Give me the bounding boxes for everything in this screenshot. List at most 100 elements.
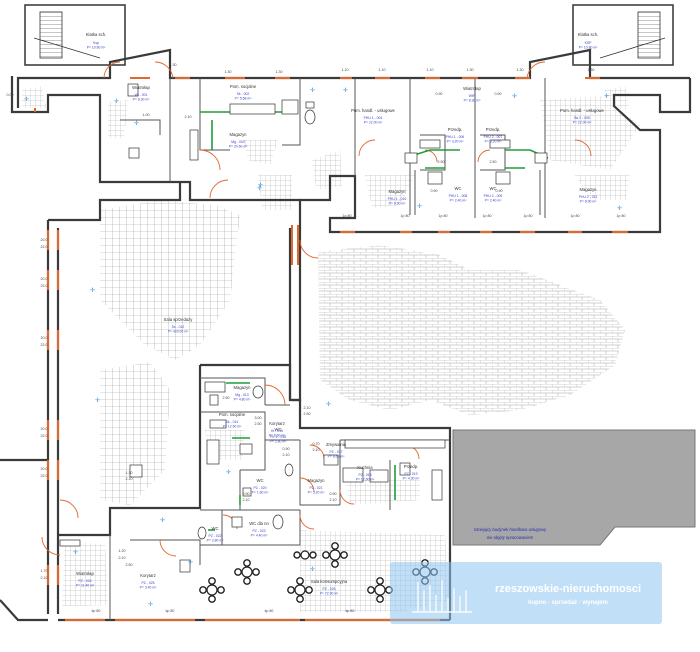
dimension-label: 22.0 [41,434,48,438]
room-area-wc-r: P= 2.40 m² [485,199,503,203]
room-name-wiatrolap-b: Wiatrołap [76,571,94,576]
room-area-wc-dla: P= 4.40 m² [251,534,269,538]
dimension-label: 1p 80 [439,214,448,218]
dimension-label: 2.50 [255,422,262,426]
room-area-wc-mid: P= 2.60 m² [270,440,288,444]
room-code-wiatrolap-r: WtP [469,94,476,98]
dimension-label: 20.0 [41,277,48,281]
svg-text:✛: ✛ [604,93,609,100]
room-area-przed-l: P= 3.20 m² [447,140,465,144]
svg-text:✛: ✛ [188,559,193,566]
room-area-sala-konsumpcyjna: P= 72.90 m² [320,592,339,596]
dimension-label: 0.70 [313,442,320,446]
dimension-label: 2.50 [304,412,311,416]
room-code-magazyn-k: PZ - 021 [309,486,322,490]
neighbour-building [452,429,696,546]
room-code-pom-socjalne-mid: Sk - 014 [226,420,239,424]
dimension-label: 2.10 [41,576,48,580]
room-area-magazyn-r: P= 8.90 m² [580,200,598,204]
room-name-wc-r: WC [490,186,497,191]
dimension-label: kp 80 [346,609,355,613]
room-code-wiatrolap-l: Wt - 001 [135,93,148,97]
room-name-przed-r: Przedp. [486,127,500,132]
svg-text:✛: ✛ [326,401,331,408]
room-code-sala: Ss - 012 [172,325,185,329]
room-code-wiatrolap-b: PZ - 024 [78,579,91,583]
dimension-label: 1.30 [467,68,474,72]
svg-text:✛: ✛ [148,601,153,608]
svg-text:✛: ✛ [24,96,29,103]
room-code-wc-inv: PZ - 022 [208,534,221,538]
dimension-label: 1.30 [588,68,595,72]
dimension-label: 20.0 [41,238,48,242]
dimension-label: kp 80 [92,609,101,613]
dimension-label: 1.30 [517,68,524,72]
room-code-korytarz: Kt - 015 [271,429,283,433]
dimension-label: 2.50 [438,160,445,164]
dimension-label: 0.00 [7,93,14,97]
fixtures [59,83,548,573]
room-code-magazyn-mid: Mg - 003 [231,140,244,144]
dimension-label: 1p 80 [524,214,533,218]
svg-text:✛: ✛ [343,87,348,94]
svg-text:✛: ✛ [226,469,231,476]
dimension-label: 2.10 [126,477,133,481]
dimension-label: 20.0 [41,467,48,471]
room-name-magazyn-mid: Magazyn [230,132,248,137]
room-code-wc-dla: PZ - 023 [252,529,265,533]
room-name-zmywalnia: Zmywalnia [326,442,347,447]
room-area-wc-l: P= 2.40 m² [450,199,468,203]
dimension-label: 1.30 [170,63,177,67]
room-area-korytarz-b: P= 3.40 m² [140,586,158,590]
room-code-sala-konsumpcyjna: PZ - 026 [322,587,335,591]
room-area-przed-kuchnia: P= 4.30 m² [403,477,421,481]
room-code-pom-socjalne-top: Sk - 002 [237,92,250,96]
dimension-label: 1.30 [126,471,133,475]
svg-text:✛: ✛ [134,120,139,127]
dimension-label: 1.20 [119,549,126,553]
dimension-label: 1.10 [342,68,349,72]
svg-text:✛: ✛ [73,549,78,556]
dimension-label: 0.90 [243,492,250,496]
watermark: rzeszowskie-nieruchomosci kupno · sprzed… [390,562,662,624]
room-code-wc-mid: PK 1 - 016 [270,435,286,439]
room-code-wc-l: PHU 1 - 008 [449,194,468,198]
svg-text:✛: ✛ [90,287,95,294]
room-area-korytarz: P= 6.60 m² [269,434,287,438]
dimension-label: 0.90 [495,92,502,96]
dimension-label: 0.90 [283,447,290,451]
room-area-kuchnia: P= 12.60 m² [356,478,375,482]
room-area-wc-inv: P= 2.80 m² [207,539,225,543]
room-name-pom-socjalne-top: Pom. socjalne [230,84,257,89]
watermark-logo-icon [412,580,472,613]
room-name-magazyn-l: Magazyn [389,189,407,194]
room-area-pom-socjalne-mid: P= 12.60 m² [223,425,242,429]
note-line-1: Istniejący budynek handlowo-usługowy [474,527,547,532]
room-name-wc-l: WC [455,186,462,191]
room-code-magazyn-r: PHU 2 - 011 [579,195,598,199]
watermark-title: rzeszowskie-nieruchomosci [495,583,641,595]
room-area-klatka-r: P= 10.80 m² [579,46,598,50]
dimension-label: 1.30 [276,70,283,74]
floor-patterns [22,86,640,612]
dimension-label: 1p 80 [617,214,626,218]
dimension-label: 22.0 [41,343,48,347]
room-code-przed-kuchnia: PZ - 019 [404,472,417,476]
room-name-sala-konsumpcyjna: Sala konsumpcyjna [311,579,348,584]
dimension-label: 0.90 [431,189,438,193]
dimension-label: 20.0 [41,427,48,431]
room-name-korytarz: Korytarz [269,421,285,426]
dimension-label: 1p 80 [571,214,580,218]
svg-text:✛: ✛ [160,517,165,524]
room-name-przed-kuchnia: Przedp. [404,464,418,469]
dimension-label: 2.10 [185,115,192,119]
room-code-przed-l: PHU 1 - 006 [446,135,465,139]
room-name-wiatrolap-r: Wiatrołap [463,86,481,91]
room-name-pom-socjalne-mid: Pom. socjalne [219,412,246,417]
dimension-label: 2.10 [243,498,250,502]
svg-text:✛: ✛ [417,203,422,210]
dimension-label: 1p 80 [401,214,410,218]
room-code-zmywalnia: PZ - 017 [329,450,342,454]
